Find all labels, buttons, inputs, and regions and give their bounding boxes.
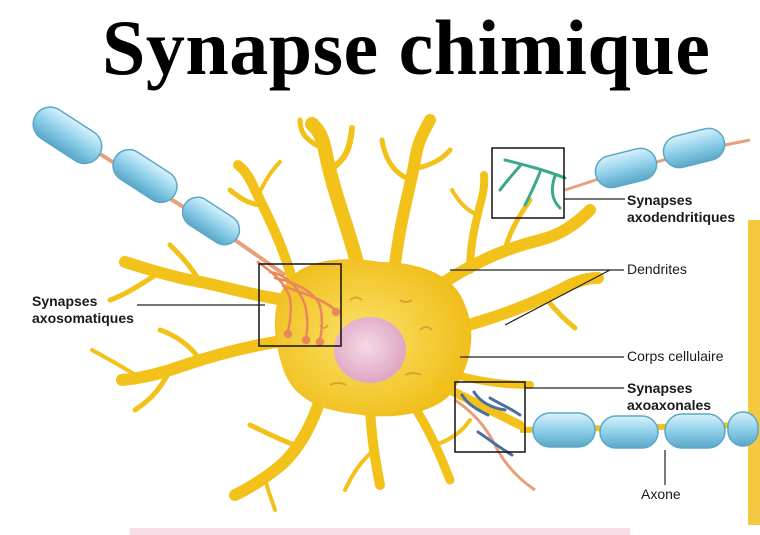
label-cell-body: Corps cellulaire xyxy=(627,348,724,364)
page-title: Synapse chimique xyxy=(102,4,711,91)
label-axodendritic-line2: axodendritiques xyxy=(627,209,736,225)
label-axosomatic-line1: Synapses xyxy=(32,293,98,309)
label-axodendritic-synapses: Synapses axodendritiques xyxy=(627,192,735,226)
axoaxonic-box xyxy=(454,381,526,453)
nucleus xyxy=(334,317,406,383)
axodendritic-box xyxy=(491,147,565,219)
label-axon: Axone xyxy=(641,486,681,502)
bottom-strip xyxy=(130,528,630,535)
main-axon xyxy=(435,380,759,449)
organelles xyxy=(319,296,433,386)
axosomatic-terminals xyxy=(256,260,341,347)
axodendritic-axon xyxy=(564,127,751,192)
leader-lines xyxy=(137,198,666,485)
label-axosomatic-line2: axosomatiques xyxy=(32,310,134,326)
axoaxonic-terminals xyxy=(460,390,522,457)
label-axoaxonic-line2: axoaxonales xyxy=(627,397,712,413)
axosomatic-axon xyxy=(32,106,287,277)
label-dendrites: Dendrites xyxy=(627,261,687,277)
label-axoaxonic-synapses: Synapses axoaxonales xyxy=(627,380,711,414)
label-axodendritic-line1: Synapses xyxy=(627,192,693,208)
right-edge-strip xyxy=(748,220,760,525)
label-axoaxonic-line1: Synapses xyxy=(627,380,693,396)
label-axosomatic-synapses: Synapses axosomatiques xyxy=(32,293,134,327)
axodendritic-terminals xyxy=(498,158,567,210)
